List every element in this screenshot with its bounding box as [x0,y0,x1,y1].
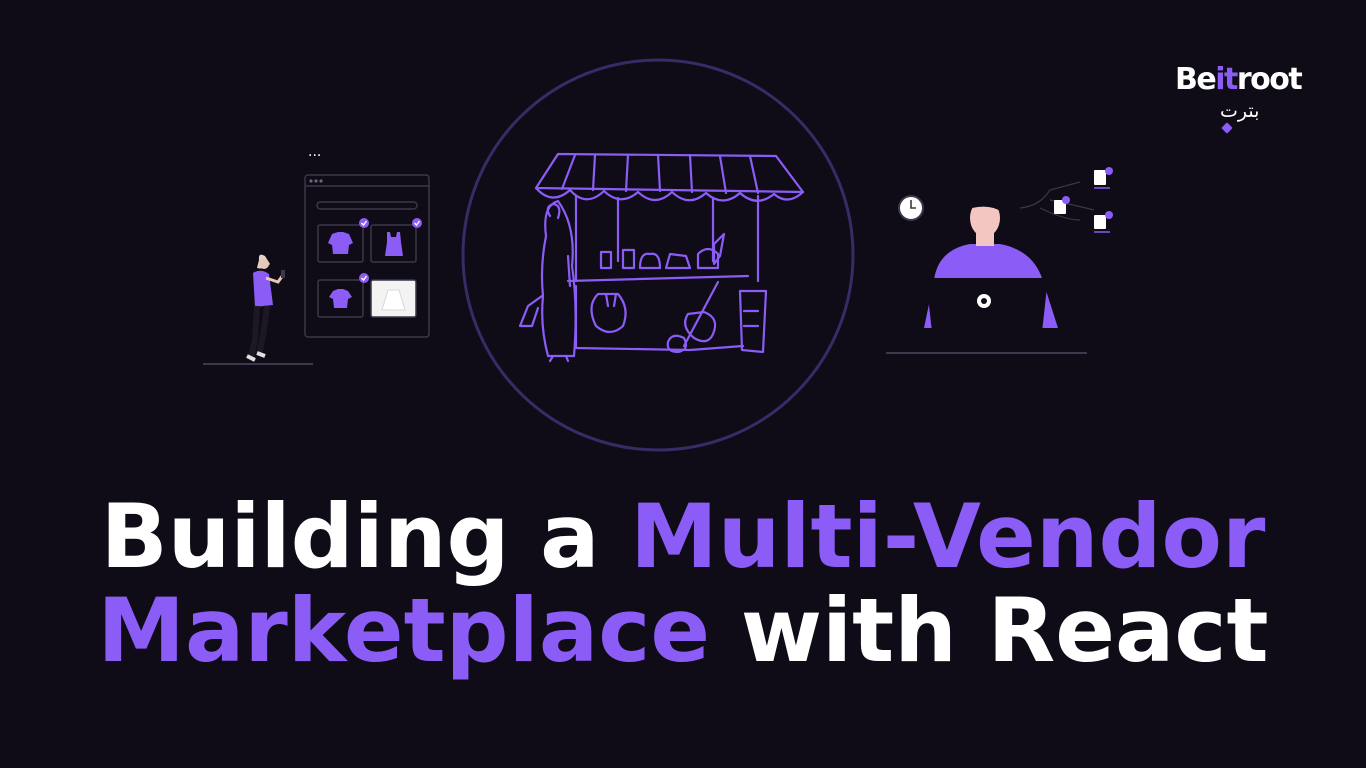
logo-prefix: Be [1175,62,1217,97]
product-sweater-card [317,224,364,263]
logo-suffix: root [1236,62,1303,97]
product-tshirt-card [317,279,364,318]
dots-label: ... [308,144,321,160]
headline-line-1-accent: Multi-Vendor [630,485,1266,588]
headline-line-2: Marketplace with React [0,584,1366,678]
clock-icon [898,195,924,221]
logo-wordmark: Beitroot [1175,62,1303,97]
online-shopping-illustration: ... [203,144,430,365]
headline-line-1-white: Building a [100,485,631,588]
stall-drawing [518,152,805,363]
store-screen [304,174,430,338]
center-circle [461,58,855,452]
task-cards [1019,167,1113,233]
product-tanktop-card [370,224,417,263]
product-skirt-card [370,279,417,318]
beitroot-logo[interactable]: Beitroot بترت [1170,60,1320,140]
logo-dot-icon [1221,122,1233,134]
logo-arabic: بترت [1220,100,1260,122]
headline-line-2-accent: Marketplace [97,579,711,682]
shopper-figure [246,254,285,362]
logo-highlight: it [1215,62,1238,97]
market-stall-illustration [461,58,855,452]
headline: Building a Multi-Vendor Marketplace with… [0,490,1366,678]
headline-line-2-white: with React [710,579,1269,682]
check-badge-icon [359,218,422,283]
laptop-icon [926,278,1048,350]
headline-line-1: Building a Multi-Vendor [0,490,1366,584]
developer-illustration [886,167,1113,354]
